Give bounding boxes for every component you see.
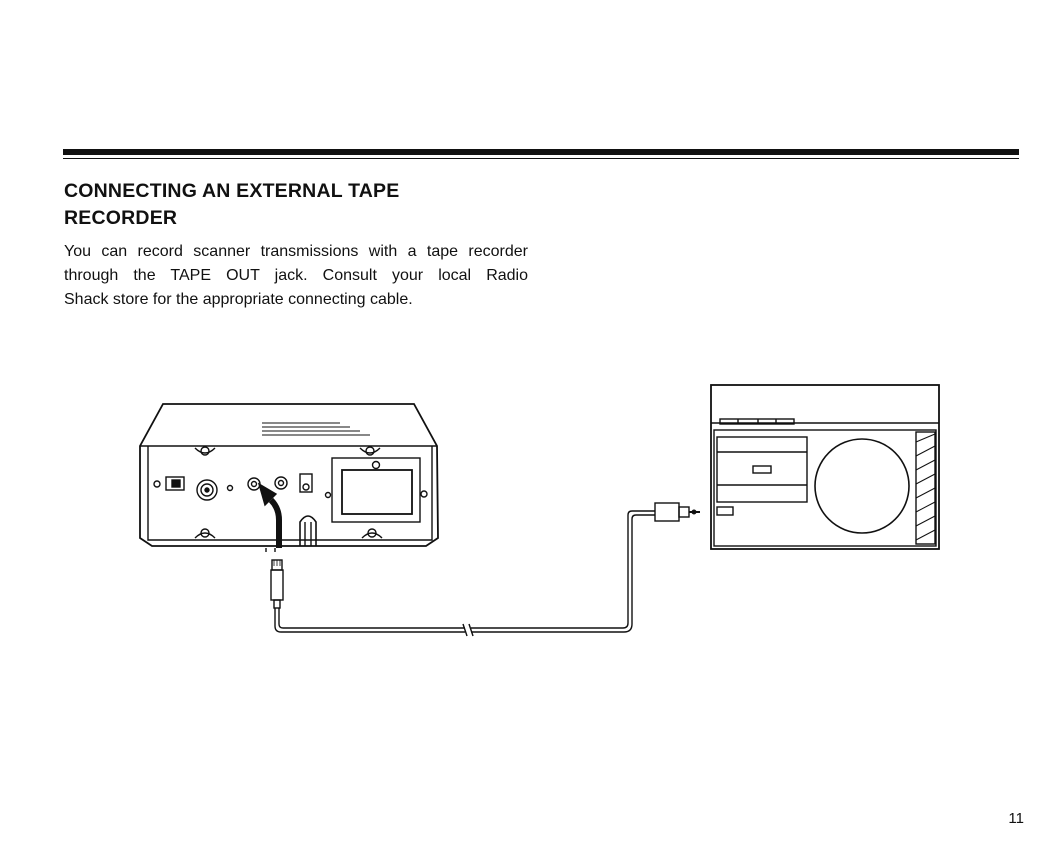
section-heading: CONNECTING AN EXTERNAL TAPE RECORDER [64,178,534,232]
section-body-line-3: Shack store for the appropriate connecti… [64,291,413,308]
header-rule-thin [63,158,1019,159]
section-body-line-2: through the TAPE OUT jack. Consult your … [64,267,528,284]
arrow-up-left-icon [257,482,282,548]
scanner-rear-panel-icon [139,403,439,547]
section-heading-line-1: CONNECTING AN EXTERNAL TAPE [64,180,400,202]
connecting-cable-icon [265,502,700,637]
portable-tape-recorder-icon [710,384,940,550]
header-rule-thick [63,149,1019,155]
section-body: You can record scanner transmissions wit… [64,240,528,312]
section-body-line-1: You can record scanner transmissions wit… [64,243,528,260]
page-number: 11 [1008,810,1024,827]
section-heading-line-2: RECORDER [64,207,178,229]
